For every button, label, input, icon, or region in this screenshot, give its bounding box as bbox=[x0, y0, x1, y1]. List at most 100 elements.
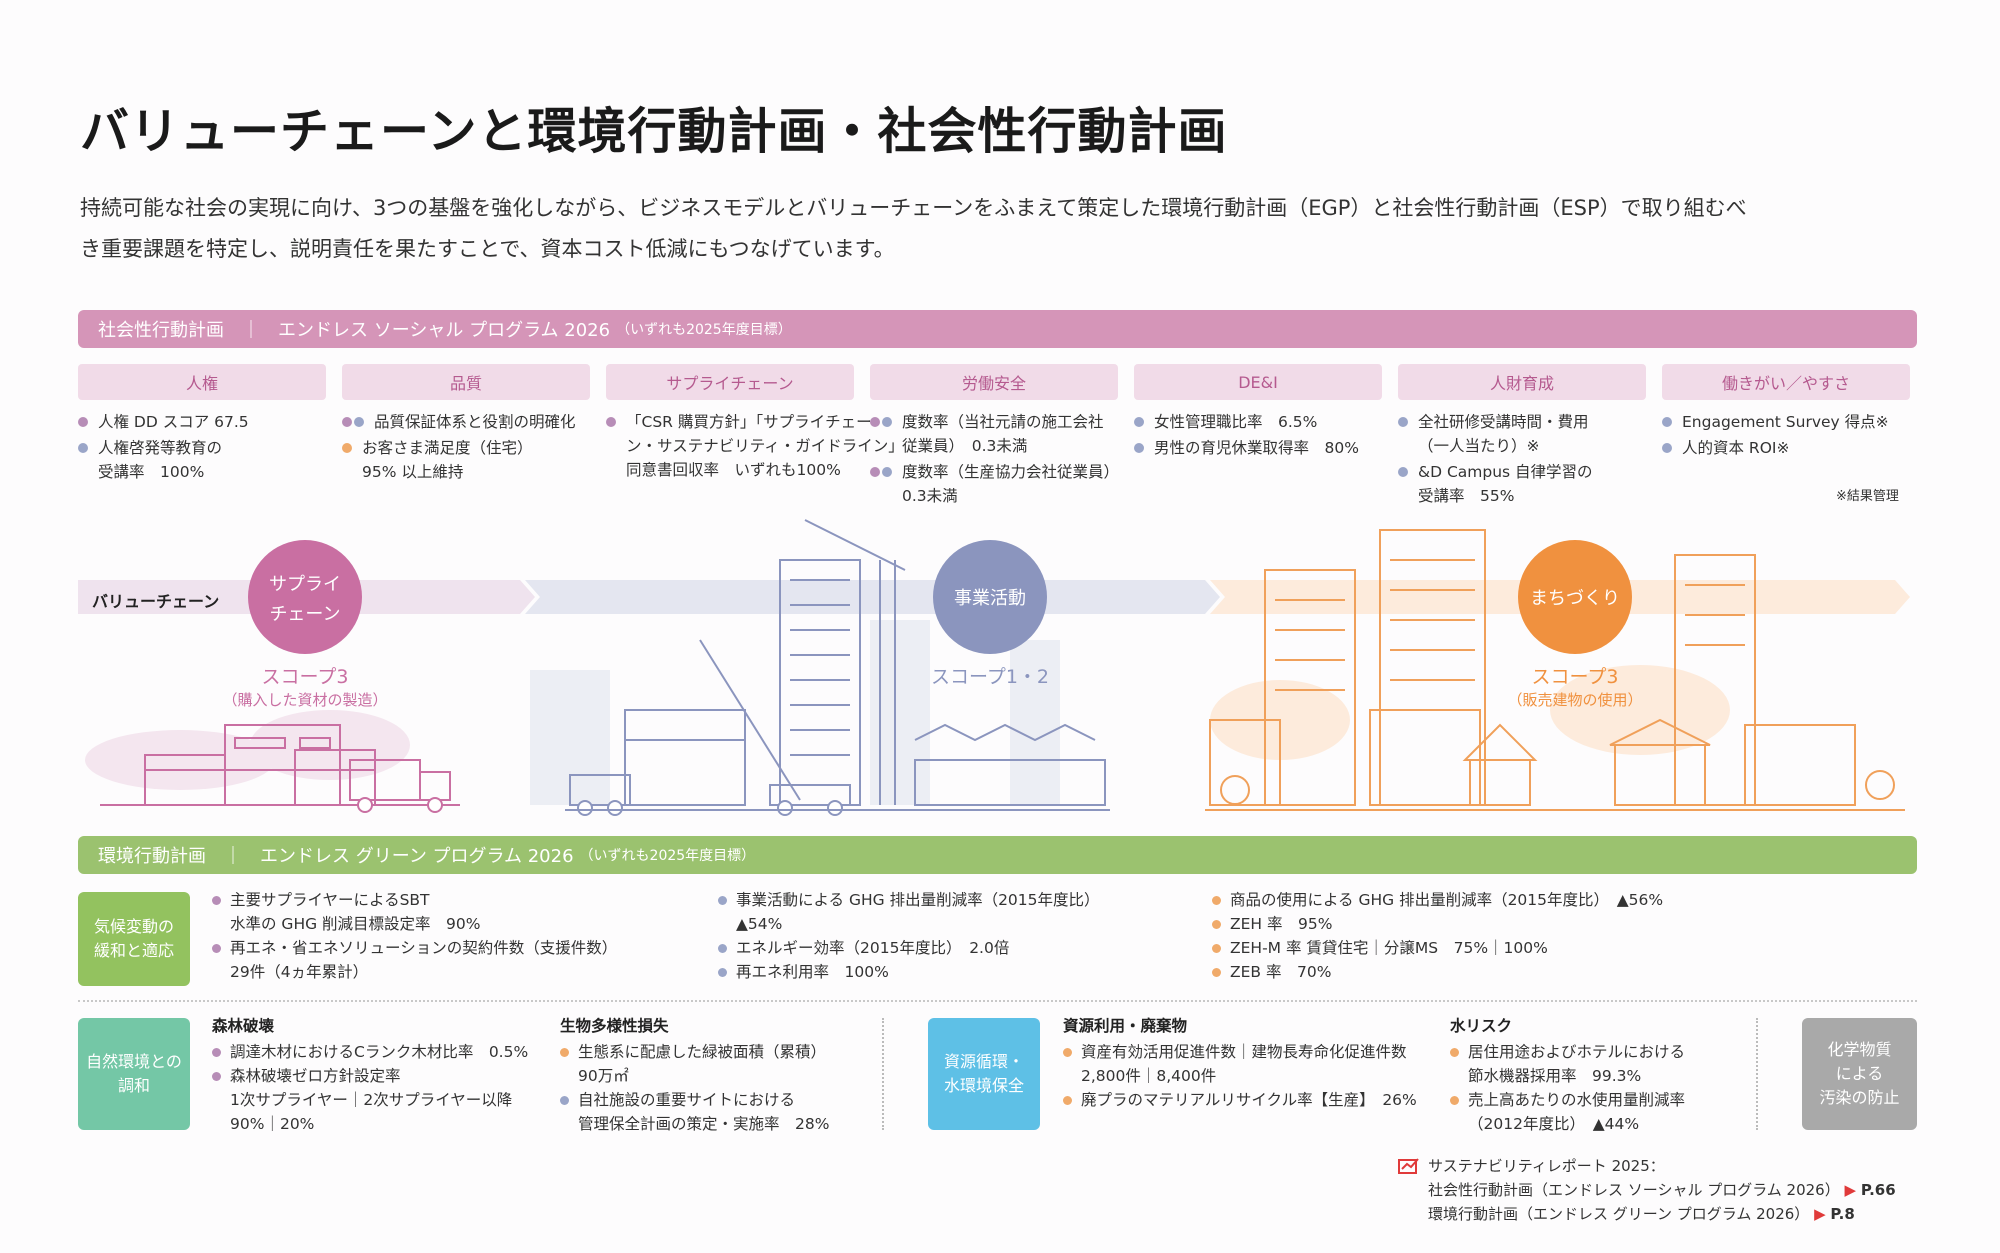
list-item: ZEH-M 率 賃貸住宅｜分譲MS 75%｜100% bbox=[1212, 936, 1663, 960]
item-text: （2012年度比） ▲44% bbox=[1468, 1115, 1640, 1133]
item-text: Engagement Survey 得点※ bbox=[1682, 413, 1889, 431]
tab-quality: 品質 bbox=[342, 364, 590, 400]
item-text: 90%｜20% bbox=[230, 1115, 315, 1133]
scope-supply: スコープ3 （購入した資材の製造） bbox=[205, 662, 405, 710]
water-section: 水リスク 居住用途およびホテルにおける節水機器採用率 99.3%売上高あたりの水… bbox=[1450, 1014, 1685, 1136]
report-env-link: 環境行動計画（エンドレス グリーン プログラム 2026） bbox=[1428, 1205, 1810, 1223]
item-text: 主要サプライヤーによるSBT bbox=[230, 891, 430, 909]
category-chemical-line1: 化学物質 bbox=[1827, 1040, 1892, 1059]
list-item: 人権啓発等教育の受講率 100% bbox=[78, 436, 249, 484]
report-line-1[interactable]: 社会性行動計画（エンドレス ソーシャル プログラム 2026） ▶ P.66 bbox=[1398, 1178, 1896, 1202]
report-page-2: P.8 bbox=[1830, 1205, 1855, 1223]
report-line-2[interactable]: 環境行動計画（エンドレス グリーン プログラム 2026） ▶ P.8 bbox=[1398, 1202, 1896, 1226]
item-text: 人権啓発等教育の bbox=[98, 439, 223, 457]
item-text: 自社施設の重要サイトにおける bbox=[578, 1091, 796, 1109]
bullet-dot-icon bbox=[870, 417, 880, 427]
list-item: 度数率（生産協力会社従業員）0.3未満 bbox=[870, 460, 1119, 508]
scope-town-sub: （販売建物の使用） bbox=[1507, 691, 1643, 709]
category-resource: 資源循環・水環境保全 bbox=[928, 1018, 1040, 1130]
tab-safety: 労働安全 bbox=[870, 364, 1118, 400]
item-text: 「CSR 購買方針」「サプライチェー bbox=[626, 413, 872, 431]
kpi-talent: 全社研修受講時間・費用（一人当たり）※&D Campus 自律学習の受講率 55… bbox=[1398, 410, 1593, 510]
list-item: 売上高あたりの水使用量削減率 （2012年度比） ▲44% bbox=[1450, 1088, 1685, 1136]
bullet-dot-icon bbox=[342, 443, 352, 453]
category-chemical-line2: による bbox=[1835, 1064, 1884, 1083]
kpi-dei: 女性管理職比率 6.5%男性の育児休業取得率 80% bbox=[1134, 410, 1359, 462]
item-text: 従業員） 0.3未満 bbox=[902, 437, 1028, 455]
bullet-dot-icon bbox=[1212, 968, 1221, 977]
factory-icon bbox=[100, 724, 460, 806]
tab-supply-chain: サプライチェーン bbox=[606, 364, 854, 400]
business-activity-circle bbox=[933, 540, 1047, 654]
item-text: 再エネ・省エネソリューションの契約件数（支援件数） bbox=[230, 939, 618, 957]
social-plan-sub: （いずれも2025年度目標） bbox=[616, 322, 792, 338]
list-item: &D Campus 自律学習の受講率 55% bbox=[1398, 460, 1593, 508]
truck-icon bbox=[349, 759, 451, 813]
intro-line-2: き重要課題を特定し、説明責任を果たすことで、資本コスト低減にもつなげています。 bbox=[80, 237, 895, 261]
social-plan-label: 社会性行動計画 ｜ エンドレス ソーシャル プログラム 2026 bbox=[98, 320, 611, 341]
item-text: 90万㎡ bbox=[578, 1067, 629, 1085]
list-item: 事業活動による GHG 排出量削減率（2015年度比）▲54% bbox=[718, 888, 1100, 936]
list-item: 度数率（当社元請の施工会社従業員） 0.3未満 bbox=[870, 410, 1119, 458]
kpi-workstyle: Engagement Survey 得点※人的資本 ROI※ bbox=[1662, 410, 1889, 462]
bullet-dot-icon bbox=[354, 417, 364, 427]
bullet-dot-icon bbox=[1450, 1048, 1459, 1057]
env-plan-sub: （いずれも2025年度目標） bbox=[579, 848, 756, 864]
supply-circle-line1: サプライ bbox=[269, 574, 341, 595]
item-text: 売上高あたりの水使用量削減率 bbox=[1468, 1091, 1686, 1109]
list-item: 再エネ・省エネソリューションの契約件数（支援件数）29件（4ヵ年累計） bbox=[212, 936, 617, 984]
bullet-dot-icon bbox=[1662, 417, 1672, 427]
arrow-right-icon: ▶ bbox=[1814, 1205, 1826, 1223]
bullet-dot-icon bbox=[212, 896, 221, 905]
kpi-safety: 度数率（当社元請の施工会社従業員） 0.3未満度数率（生産協力会社従業員）0.3… bbox=[870, 410, 1119, 510]
report-link-icon bbox=[1398, 1158, 1419, 1174]
category-chemical: 化学物質による汚染の防止 bbox=[1802, 1018, 1917, 1130]
town-icon bbox=[1205, 529, 1905, 811]
scope-business-label: スコープ1・2 bbox=[930, 666, 1050, 688]
resource-title: 資源利用・廃棄物 bbox=[1063, 1017, 1188, 1035]
bullet-dot-icon bbox=[718, 968, 727, 977]
category-chemical-line3: 汚染の防止 bbox=[1819, 1088, 1900, 1107]
item-text: &D Campus 自律学習の bbox=[1418, 463, 1593, 481]
bullet-dot-icon bbox=[718, 896, 727, 905]
bullet-dot-icon bbox=[870, 467, 880, 477]
divider bbox=[78, 1000, 1917, 1002]
arrow-business bbox=[525, 580, 1220, 614]
item-text: ン・サステナビリティ・ガイドライン」 bbox=[626, 437, 904, 455]
category-resource-line2: 水環境保全 bbox=[943, 1076, 1024, 1095]
scope-town: スコープ3 （販売建物の使用） bbox=[1475, 662, 1675, 710]
kpi-supply-chain: 「CSR 購買方針」「サプライチェーン・サステナビリティ・ガイドライン」同意書回… bbox=[606, 410, 904, 484]
bullet-dot-icon bbox=[1212, 944, 1221, 953]
bullet-dot-icon bbox=[342, 417, 352, 427]
category-climate: 気候変動の緩和と適応 bbox=[78, 892, 190, 986]
scope-supply-label: スコープ3 bbox=[261, 666, 349, 688]
report-social-link: 社会性行動計画（エンドレス ソーシャル プログラム 2026） bbox=[1428, 1181, 1840, 1199]
climate-product-targets: 商品の使用による GHG 排出量削減率（2015年度比） ▲56%ZEH 率 9… bbox=[1212, 888, 1663, 984]
bullet-dot-icon bbox=[1212, 920, 1221, 929]
bullet-dot-icon bbox=[1662, 443, 1672, 453]
item-text: 受講率 100% bbox=[98, 463, 205, 481]
scope-town-label: スコープ3 bbox=[1531, 666, 1619, 688]
item-text: 節水機器採用率 99.3% bbox=[1468, 1067, 1642, 1085]
bullet-dot-icon bbox=[212, 944, 221, 953]
bullet-dot-icon bbox=[1212, 896, 1221, 905]
category-resource-line1: 資源循環・ bbox=[943, 1052, 1024, 1071]
list-item: 生態系に配慮した緑被面積（累積）90万㎡ bbox=[560, 1040, 829, 1088]
bullet-dot-icon bbox=[606, 417, 616, 427]
item-text: ZEH-M 率 賃貸住宅｜分譲MS 75%｜100% bbox=[1230, 939, 1548, 957]
bullet-dot-icon bbox=[212, 1072, 221, 1081]
list-item: 廃プラのマテリアルリサイクル率【生産】 26% bbox=[1063, 1088, 1417, 1112]
bullet-dot-icon bbox=[560, 1096, 569, 1105]
bullet-dot-icon bbox=[212, 1048, 221, 1057]
town-circle-text: まちづくり bbox=[1530, 588, 1620, 609]
town-development-circle bbox=[1518, 540, 1632, 654]
list-item: 調達木材におけるCランク木材比率 0.5% bbox=[212, 1040, 528, 1064]
item-text: 度数率（生産協力会社従業員） bbox=[902, 463, 1120, 481]
